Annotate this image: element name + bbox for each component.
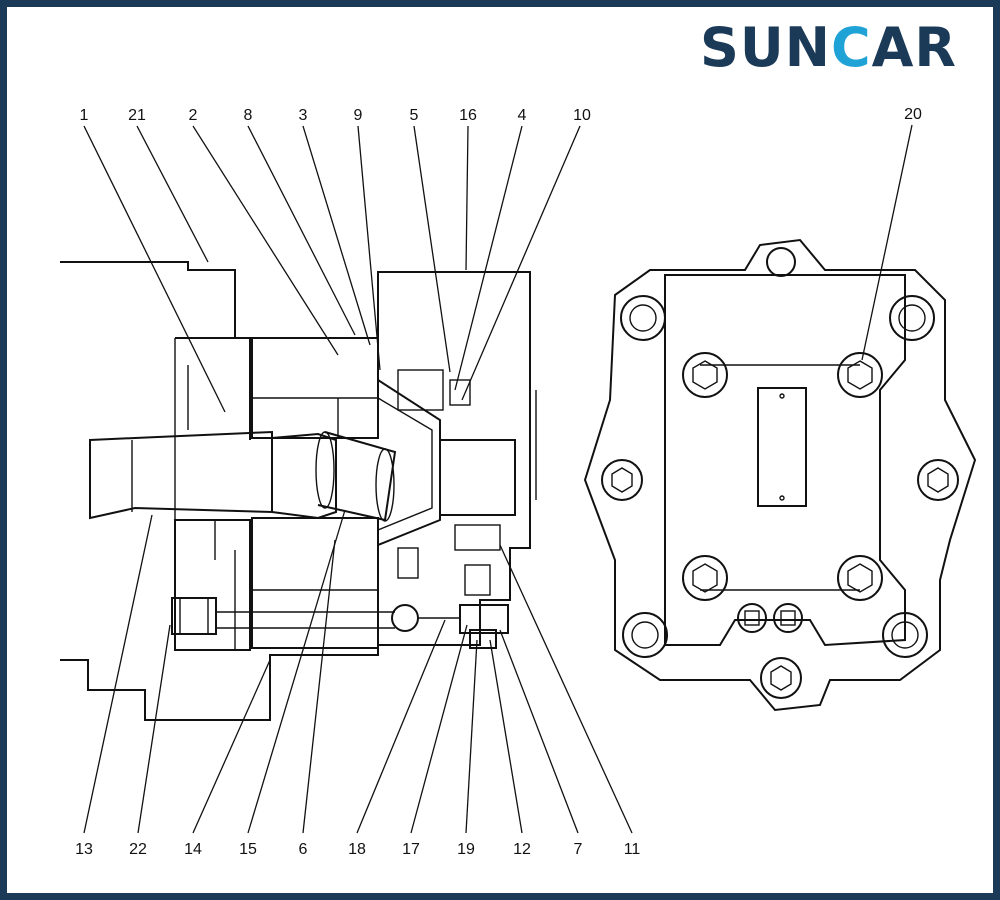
end-view (583, 238, 977, 712)
callout-label: 20 (904, 106, 922, 123)
callout-label: 21 (128, 107, 146, 124)
callout-labels-bottom: 13 22 14 15 6 18 17 19 12 7 11 (75, 841, 640, 858)
callout-label: 3 (299, 107, 308, 124)
callout-label: 13 (75, 841, 93, 858)
callout-label: 15 (239, 841, 257, 858)
callout-label: 22 (129, 841, 147, 858)
svg-text:SUNCAR: SUNCAR (700, 16, 957, 74)
cross-section-view (60, 261, 537, 721)
callout-label: 5 (410, 107, 419, 124)
callout-label: 2 (189, 107, 198, 124)
callout-label: 6 (299, 841, 308, 858)
logo-text-sun: SUN (700, 16, 831, 74)
callout-label: 9 (354, 107, 363, 124)
callout-label: 11 (624, 841, 641, 858)
logo-text-ar: AR (872, 16, 957, 74)
callout-label: 4 (518, 107, 527, 124)
callout-label: 18 (348, 841, 366, 858)
callout-label: 14 (184, 841, 202, 858)
callout-label: 1 (80, 107, 89, 124)
callout-label: 17 (402, 841, 420, 858)
callout-label: 16 (459, 107, 477, 124)
suncar-logo: SUNCAR (700, 16, 957, 74)
callout-label: 19 (457, 841, 475, 858)
callout-label: 10 (573, 107, 591, 124)
callout-label: 7 (574, 841, 583, 858)
callout-label: 8 (244, 107, 253, 124)
logo-text-c: C (831, 16, 872, 74)
callout-labels-top: 1 21 2 8 3 9 5 16 4 10 20 (80, 106, 922, 124)
leader-lines (83, 124, 913, 834)
callout-label: 12 (513, 841, 531, 858)
